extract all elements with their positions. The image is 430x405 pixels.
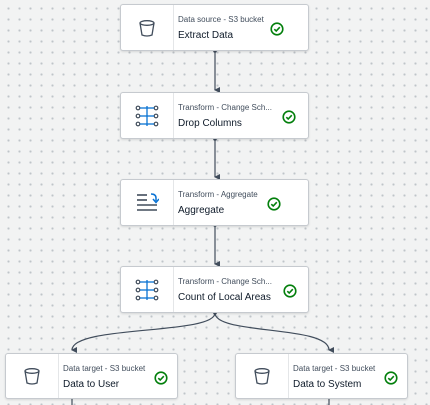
bucket-icon <box>6 354 59 398</box>
node-extract-data[interactable]: Data source - S3 bucket Extract Data <box>120 4 309 51</box>
schema-icon <box>121 93 174 138</box>
node-title: Drop Columns <box>178 118 242 129</box>
node-title: Extract Data <box>178 30 234 41</box>
node-title: Data to System <box>293 379 362 390</box>
schema-icon <box>121 267 174 312</box>
success-check-icon <box>384 371 398 385</box>
edge-count-to-system <box>214 312 335 353</box>
success-check-icon <box>154 371 168 385</box>
node-subtitle: Data target - S3 bucket <box>293 364 376 373</box>
success-check-icon <box>267 197 281 211</box>
success-check-icon <box>282 110 296 124</box>
bucket-icon <box>121 5 174 50</box>
success-check-icon <box>270 22 284 36</box>
node-subtitle: Data target - S3 bucket <box>63 364 146 373</box>
node-title: Data to User <box>63 379 120 390</box>
edge-count-to-user <box>71 312 216 354</box>
node-subtitle: Data source - S3 bucket <box>178 15 264 24</box>
node-subtitle: Transform - Change Sch... <box>178 277 272 286</box>
node-title: Count of Local Areas <box>178 292 271 303</box>
aggregate-icon <box>121 180 174 225</box>
node-data-to-system[interactable]: Data target - S3 bucket Data to System <box>235 353 408 399</box>
node-drop-columns[interactable]: Transform - Change Sch... Drop Columns <box>120 92 309 139</box>
node-aggregate[interactable]: Transform - Aggregate Aggregate <box>120 179 309 226</box>
bucket-icon <box>236 354 289 398</box>
success-check-icon <box>283 284 297 298</box>
node-subtitle: Transform - Change Sch... <box>178 103 272 112</box>
node-data-to-user[interactable]: Data target - S3 bucket Data to User <box>5 353 178 399</box>
node-subtitle: Transform - Aggregate <box>178 190 258 199</box>
node-count-of-local-areas[interactable]: Transform - Change Sch... Count of Local… <box>120 266 309 313</box>
node-title: Aggregate <box>178 205 225 216</box>
